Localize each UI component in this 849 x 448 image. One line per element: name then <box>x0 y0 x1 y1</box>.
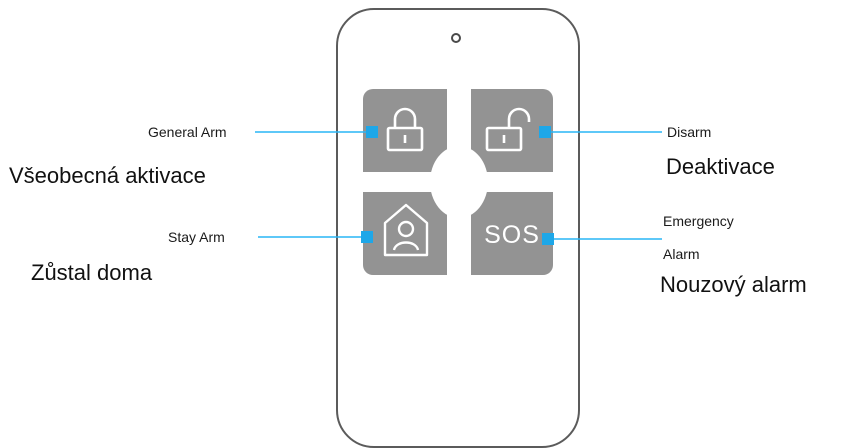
label-emergency-line2: Alarm <box>663 246 700 262</box>
label-general-arm-cs: Všeobecná aktivace <box>9 163 206 188</box>
sos-button-text: SOS <box>484 221 540 249</box>
unlocked-padlock-icon <box>485 107 531 152</box>
indicator-led <box>451 33 461 43</box>
label-general-arm: General Arm <box>148 124 227 140</box>
cluster-center-notch <box>430 146 488 218</box>
locked-padlock-icon <box>386 107 424 152</box>
marker-general-arm <box>366 126 378 138</box>
label-stay-arm: Stay Arm <box>168 229 225 245</box>
label-emergency-cs: Nouzový alarm <box>660 272 807 297</box>
label-disarm-cs: Deaktivace <box>666 154 775 179</box>
marker-stay-arm <box>361 231 373 243</box>
marker-emergency <box>542 233 554 245</box>
home-person-icon <box>383 203 429 257</box>
remote-control-diagram: SOS General Arm Disarm Stay Arm Emergenc… <box>9 8 807 448</box>
marker-disarm <box>539 126 551 138</box>
label-disarm: Disarm <box>667 124 712 140</box>
label-emergency-line1: Emergency <box>663 213 734 229</box>
label-stay-arm-cs: Zůstal doma <box>31 260 153 285</box>
icons-and-leaders <box>255 107 662 257</box>
